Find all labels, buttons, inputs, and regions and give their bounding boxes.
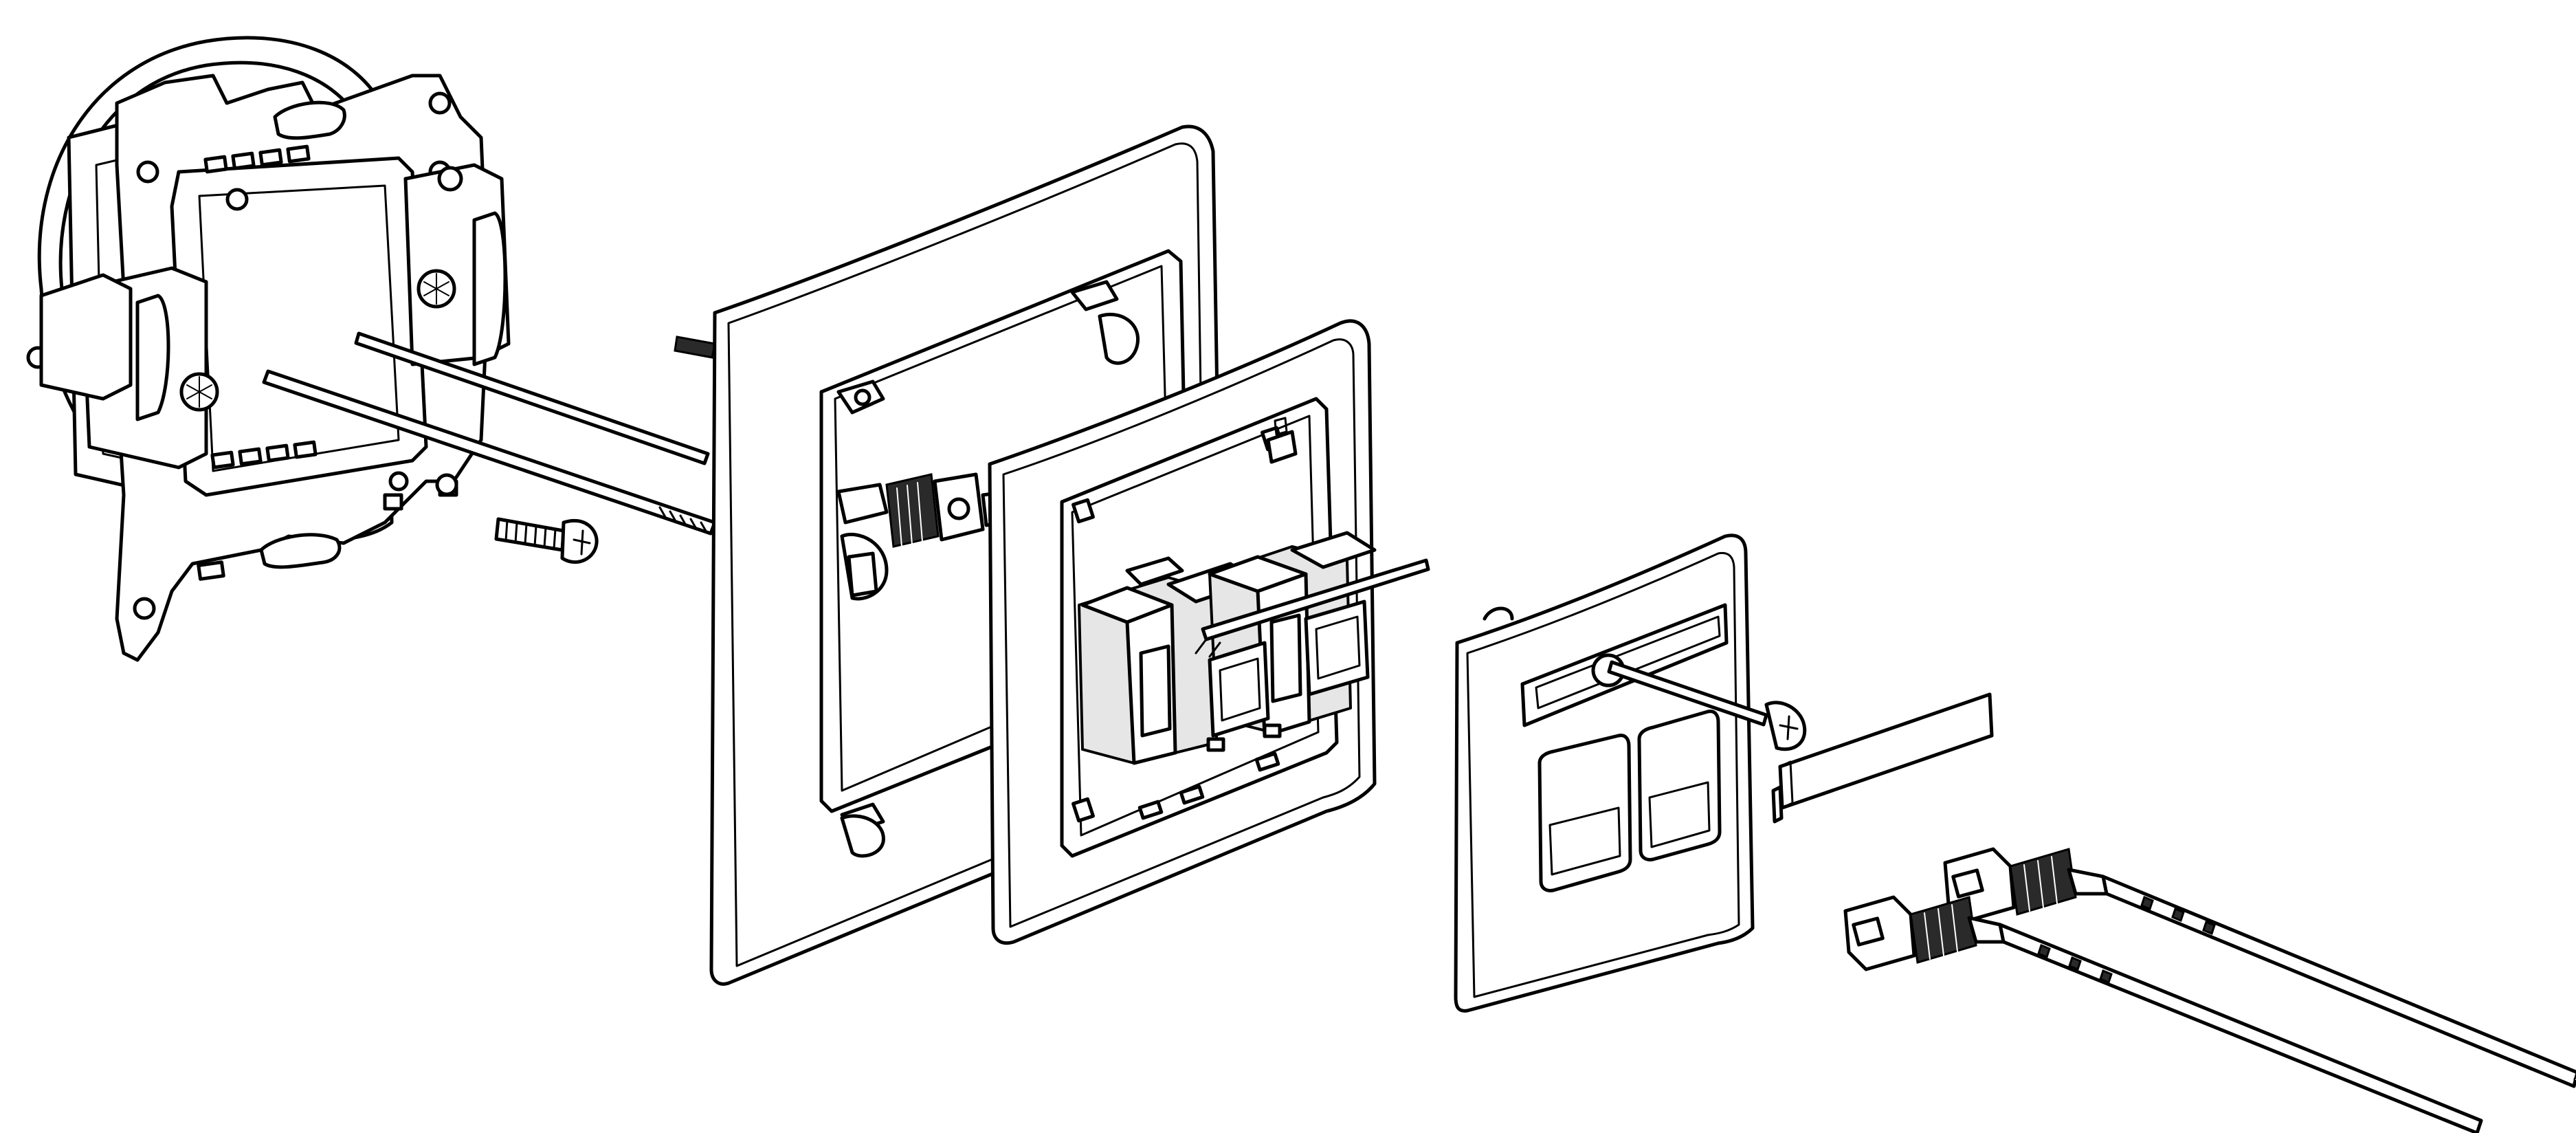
fixing-screw-short bbox=[494, 517, 599, 564]
double-port-faceplate bbox=[1454, 534, 1755, 1013]
mounting-box-with-frame bbox=[26, 36, 511, 662]
inner-frame-with-sockets bbox=[988, 319, 1430, 945]
fixing-screws-long bbox=[262, 331, 717, 536]
connector-cable-upper bbox=[1943, 847, 2576, 1088]
label-strip bbox=[1771, 692, 1994, 824]
connector-cable-lower bbox=[1843, 895, 2483, 1133]
faceplate-center-screw bbox=[1607, 660, 1807, 751]
